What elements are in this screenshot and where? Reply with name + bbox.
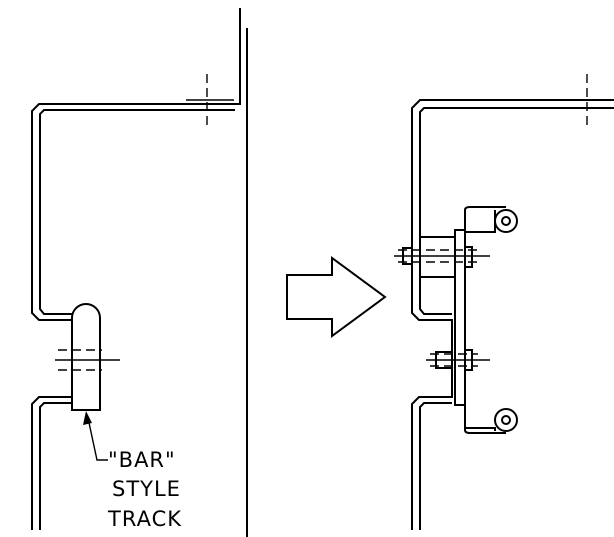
callout-leader xyxy=(87,417,108,461)
door-frame-profile-inner xyxy=(39,109,235,530)
hinge-bracket xyxy=(454,206,518,434)
left-assembly xyxy=(31,8,248,537)
spacer-block xyxy=(419,236,456,278)
bar-track xyxy=(71,303,101,411)
frame-anchor-centerline xyxy=(566,74,614,128)
track-fastener-centerlines xyxy=(55,349,120,371)
right-assembly xyxy=(394,74,614,530)
callout-line-3: TRACK xyxy=(107,507,182,531)
bar-style-track-callout: "BAR" STYLE TRACK xyxy=(107,448,182,531)
upper-fastener xyxy=(394,246,490,268)
right-arrow-icon xyxy=(286,256,387,338)
door-frame-profile-inner xyxy=(419,107,614,530)
top-curl-pin xyxy=(501,216,511,226)
door-frame-profile xyxy=(411,99,614,530)
bottom-curl-pin xyxy=(501,415,511,425)
bottom-curl xyxy=(494,408,518,432)
leader-arrowhead xyxy=(83,411,92,425)
top-curl xyxy=(494,209,518,233)
frame-anchor-centerline xyxy=(186,74,234,128)
wall-panel xyxy=(239,8,248,537)
callout-line-1: "BAR" xyxy=(108,448,176,472)
callout-line-2: STYLE xyxy=(112,477,181,501)
lower-fastener xyxy=(426,349,490,371)
door-frame-profile xyxy=(31,100,241,530)
